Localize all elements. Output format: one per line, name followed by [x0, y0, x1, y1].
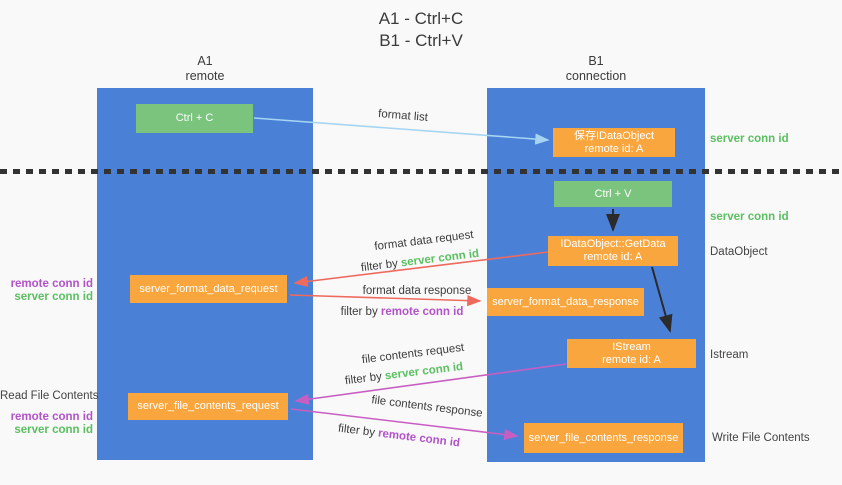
node-ctrl-c-label: Ctrl + C [175, 112, 214, 124]
node-server-format-data-response: server_format_data_response [487, 288, 644, 316]
diagram-title: A1 - Ctrl+C B1 - Ctrl+V [0, 8, 842, 52]
left-label-remote-conn-id-2: remote conn id [10, 411, 93, 423]
section-divider-dashed [0, 169, 842, 174]
title-line-2: B1 - Ctrl+V [379, 31, 463, 50]
node-file-response-label: server_file_contents_response [528, 431, 679, 444]
filter-by-text: filter by [360, 257, 399, 275]
edge-label-file-contents-response: file contents response [370, 394, 484, 420]
server-conn-id-text: server conn id [400, 247, 480, 270]
right-label-server-conn-id-2: server conn id [710, 211, 789, 223]
server-conn-id-text: server conn id [384, 360, 464, 383]
node-save-idataobject: 保存IDataObject remote id: A [553, 128, 675, 157]
right-label-dataobject: DataObject [710, 246, 768, 258]
node-istream: IStream remote id: A [567, 339, 696, 368]
node-getdata-line1: IDataObject::GetData [560, 238, 666, 250]
node-ctrl-v: Ctrl + V [554, 181, 672, 207]
right-label-istream: Istream [710, 349, 749, 361]
column-b1-subtitle: connection [565, 69, 627, 83]
node-server-file-contents-response: server_file_contents_response [524, 423, 683, 453]
node-format-response-label: server_format_data_response [492, 295, 639, 308]
edge-label-format-data-response: format data response [362, 285, 472, 297]
node-istream-line1: IStream [612, 340, 651, 353]
column-a1-name: A1 [197, 54, 213, 68]
remote-conn-id-text: remote conn id [377, 427, 461, 450]
right-label-write-file-contents: Write File Contents [712, 432, 810, 444]
column-a1-subtitle: remote [185, 69, 225, 83]
node-file-request-label: server_file_contents_request [137, 400, 279, 412]
edge-label-filter-by-remote-1: filter by remote conn id [341, 306, 464, 318]
left-label-server-conn-id-2: server conn id [14, 424, 93, 436]
node-save-idataobject-line1: 保存IDataObject [573, 129, 655, 142]
node-server-file-contents-request: server_file_contents_request [128, 393, 288, 420]
node-format-request-label: server_format_data_request [139, 282, 278, 295]
left-label-group-file: Read File Contents remote conn id server… [0, 390, 99, 437]
node-idataobject-getdata: IDataObject::GetData remote id: A [548, 236, 678, 266]
node-getdata-line2: remote id: A [583, 251, 643, 263]
left-label-remote-conn-id-1: remote conn id [10, 278, 93, 290]
left-label-server-conn-id-1: server conn id [14, 291, 93, 303]
column-header-b1: B1 connection [487, 54, 705, 84]
edge-label-filter-by-remote-2: filter by remote conn id [337, 423, 460, 450]
left-label-read-file-contents: Read File Contents [0, 390, 99, 402]
edge-label-format-list: format list [377, 108, 429, 124]
column-header-a1: A1 remote [97, 54, 313, 84]
node-ctrl-c: Ctrl + C [136, 104, 253, 133]
left-label-group-format: remote conn id server conn id [0, 278, 93, 304]
remote-conn-id-text: remote conn id [380, 306, 464, 318]
column-b1-name: B1 [588, 54, 604, 68]
title-line-1: A1 - Ctrl+C [378, 9, 464, 28]
node-save-idataobject-line2: remote id: A [584, 142, 644, 155]
node-istream-line2: remote id: A [602, 353, 661, 366]
filter-by-text: filter by [344, 370, 383, 388]
node-ctrl-v-label: Ctrl + V [594, 187, 632, 200]
right-label-server-conn-id-1: server conn id [710, 133, 789, 145]
filter-by-text: filter by [337, 422, 376, 439]
node-server-format-data-request: server_format_data_request [130, 275, 287, 303]
filter-by-text: filter by [340, 306, 378, 318]
